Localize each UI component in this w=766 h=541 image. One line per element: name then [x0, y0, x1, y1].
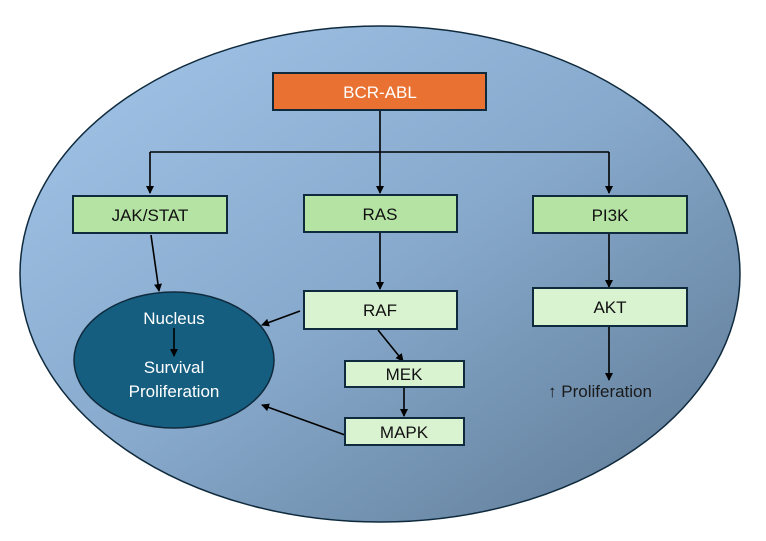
nucleus-title: Nucleus: [143, 309, 204, 328]
node-pi3k-box: [532, 195, 688, 234]
node-nucleus[interactable]: Nucleus Survival Proliferation: [73, 291, 275, 429]
node-mapk[interactable]: MAPK: [344, 417, 465, 446]
nucleus-ellipse: [73, 291, 275, 429]
node-jak-stat-box: [72, 195, 228, 234]
node-ras[interactable]: RAS: [303, 194, 458, 233]
node-raf[interactable]: RAF: [303, 290, 458, 330]
node-ras-label: RAS: [363, 205, 398, 224]
node-jak-stat-label: JAK/STAT: [112, 206, 189, 225]
node-akt-box: [532, 287, 688, 327]
node-mek-label: MEK: [386, 365, 424, 384]
node-mapk-label: MAPK: [380, 423, 429, 442]
node-pi3k-label: PI3K: [592, 206, 630, 225]
node-bcr-abl[interactable]: BCR-ABL: [272, 72, 487, 111]
nucleus-survival: Survival: [144, 358, 204, 377]
edges: [146, 110, 613, 436]
node-ras-box: [303, 194, 458, 233]
edge-raf-mek: [377, 329, 404, 362]
node-jak-stat[interactable]: JAK/STAT: [72, 195, 228, 234]
akt-proliferation-output: ↑ Proliferation: [548, 382, 652, 401]
node-bcr-abl-label: BCR-ABL: [343, 83, 417, 102]
edge-jakstat-nucleus: [150, 234, 162, 292]
node-raf-box: [303, 290, 458, 330]
node-mek[interactable]: MEK: [344, 360, 465, 388]
node-akt[interactable]: AKT: [532, 287, 688, 327]
node-raf-label: RAF: [363, 301, 397, 320]
node-bcr-abl-box: [272, 72, 487, 111]
edge-raf-nucleus: [261, 310, 301, 327]
node-mek-box: [344, 360, 465, 388]
node-akt-label: AKT: [593, 298, 626, 317]
node-mapk-box: [344, 417, 465, 446]
edge-mapk-nucleus: [261, 403, 346, 436]
nucleus-proliferation: Proliferation: [129, 382, 220, 401]
node-pi3k[interactable]: PI3K: [532, 195, 688, 234]
